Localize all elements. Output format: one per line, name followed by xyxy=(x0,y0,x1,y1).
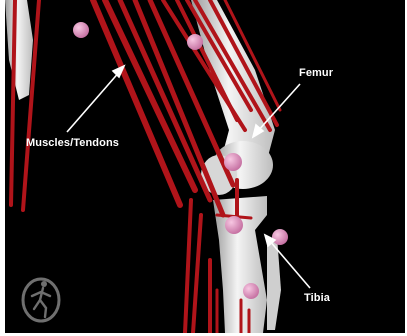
running-figure-logo-icon xyxy=(19,275,63,325)
model-viewport[interactable]: Muscles/Tendons Femur Tibia xyxy=(5,0,405,333)
left-bone-shaft xyxy=(5,0,33,100)
muscles-tendons-label: Muscles/Tendons xyxy=(26,137,119,149)
marker-point[interactable] xyxy=(272,229,288,245)
marker-point[interactable] xyxy=(224,153,242,171)
marker-point[interactable] xyxy=(243,283,259,299)
marker-point[interactable] xyxy=(187,34,203,50)
marker-point[interactable] xyxy=(225,216,243,234)
fibula-bone xyxy=(267,236,281,330)
knee-musculoskeletal-model xyxy=(5,0,405,333)
muscle-strand xyxy=(193,215,201,333)
femur-label: Femur xyxy=(299,67,333,79)
muscle-strand xyxy=(185,200,191,333)
marker-point[interactable] xyxy=(73,22,89,38)
tibia-label: Tibia xyxy=(304,292,330,304)
muscles-arrow-line xyxy=(67,70,121,132)
